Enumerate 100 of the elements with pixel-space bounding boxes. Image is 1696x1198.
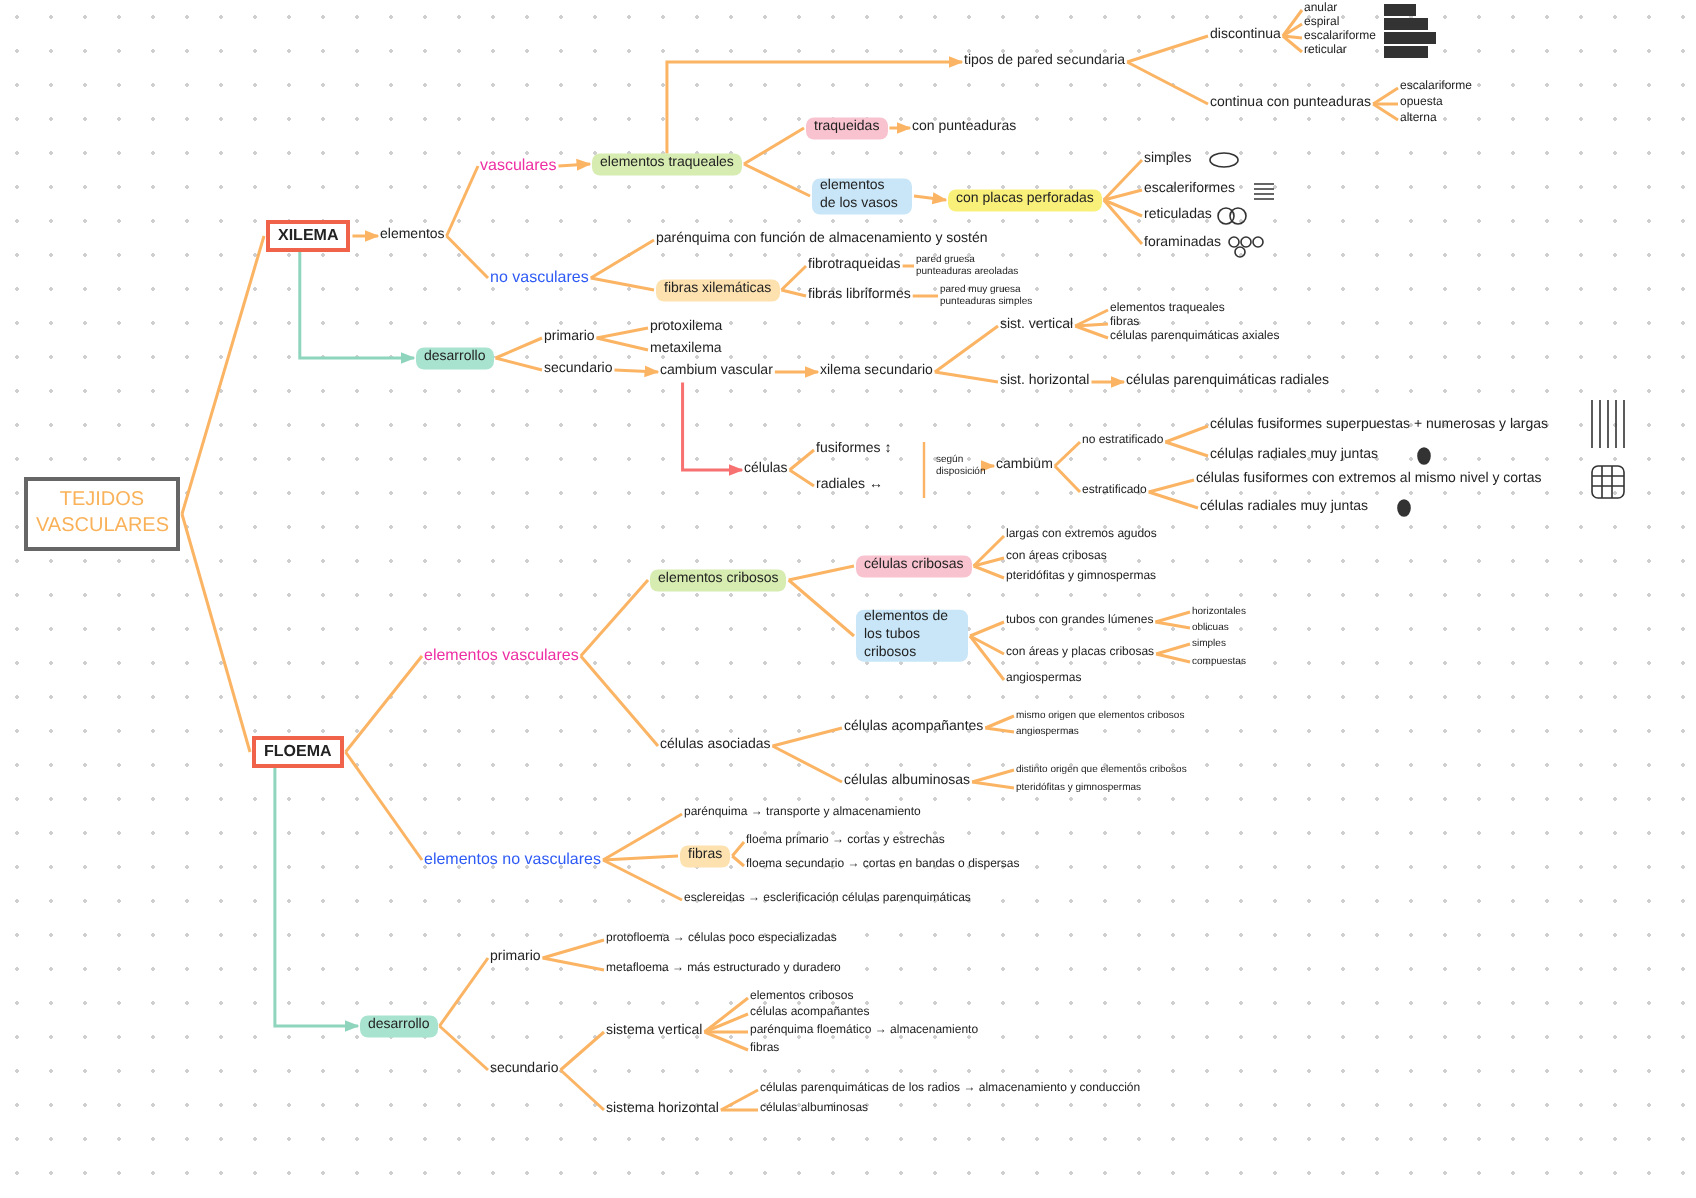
connector-line (445, 234, 490, 280)
connector-line (703, 1030, 749, 1052)
connector-line (542, 956, 605, 972)
connector-line (438, 1024, 489, 1072)
section-box: FLOEMA (252, 736, 344, 768)
connector-line (1126, 34, 1209, 64)
title-box: TEJIDOS VASCULARES (24, 477, 180, 551)
connector-line (788, 448, 815, 472)
connector-line (1053, 464, 1082, 494)
connector-line (1155, 610, 1191, 624)
connector-line (787, 578, 855, 638)
connector-line (1282, 22, 1303, 38)
connector-line (731, 841, 746, 857)
connector-line (559, 1068, 605, 1112)
connector-line (344, 655, 424, 753)
connector-line (559, 1030, 605, 1072)
arrow (273, 768, 360, 1032)
connector-line (602, 858, 683, 902)
connector-line (973, 556, 1005, 568)
connector-line (596, 326, 649, 340)
connector-line (589, 238, 655, 280)
connector-line (743, 162, 811, 198)
connector-line (1126, 60, 1209, 106)
connector-line (1148, 478, 1195, 494)
connector-line (788, 564, 855, 582)
connector-line (973, 564, 1005, 580)
connector-line (1372, 86, 1399, 106)
connector-line (771, 744, 843, 784)
connector-line (972, 534, 1006, 568)
arrow (889, 122, 912, 134)
connector-line (1103, 188, 1143, 202)
arrow (665, 56, 964, 154)
connector-line (1075, 322, 1109, 328)
connector-line (969, 634, 1005, 656)
connector-line (180, 513, 252, 753)
connector-line (720, 1088, 759, 1112)
connector-line (780, 264, 808, 292)
connector-line (1155, 642, 1191, 656)
connector-line (1164, 424, 1209, 444)
connector-line (1281, 9, 1304, 37)
arrow (352, 230, 380, 242)
connector-line (971, 768, 1015, 784)
connector-line (703, 996, 749, 1034)
connector-line (772, 726, 843, 748)
connector-line (344, 751, 424, 861)
connector-line (579, 655, 660, 747)
connector-line (720, 1108, 758, 1112)
arrow (774, 366, 820, 378)
connector-line (1155, 620, 1191, 630)
connector-line (1373, 102, 1398, 106)
branch-label: vasculares (480, 154, 557, 178)
connector-line (1148, 490, 1199, 510)
connector-line (1155, 652, 1191, 664)
connector-line (590, 276, 655, 292)
arrow (1091, 376, 1126, 388)
connector-line (934, 370, 999, 384)
connector-line (602, 812, 683, 862)
branch-label: no vasculares (490, 266, 589, 290)
connector-line (971, 780, 1015, 790)
connector-line (912, 294, 938, 298)
connector-line (1074, 324, 1109, 340)
arrow (298, 252, 416, 364)
branch-label: elementos vasculares (424, 644, 579, 668)
connector-line (703, 1012, 749, 1034)
connector-line (933, 324, 999, 374)
arrow (614, 365, 660, 378)
arrow (980, 460, 996, 472)
connector-line (1282, 34, 1303, 40)
connector-line (985, 726, 1015, 734)
connector-line (445, 165, 480, 237)
connector-line (180, 235, 266, 515)
connector-line (1164, 440, 1209, 458)
connector-line (579, 579, 650, 657)
connector-line (1281, 34, 1303, 54)
connector-line (1053, 440, 1082, 468)
connector-line (743, 126, 805, 166)
connector-line (968, 635, 1006, 681)
connector-line (596, 336, 649, 352)
connector-line (984, 714, 1015, 730)
connector-line (969, 620, 1005, 638)
section-box: XILEMA (266, 220, 351, 252)
connector-line (704, 1030, 748, 1034)
connector-line (1102, 158, 1144, 202)
branch-label: elementos no vasculares (424, 848, 601, 872)
connector-line (902, 264, 914, 268)
connector-line (602, 854, 679, 862)
connector-line (781, 288, 807, 298)
connector-line (1372, 102, 1399, 122)
arrow (558, 158, 592, 171)
connector-line (542, 938, 605, 960)
connector-line (731, 854, 745, 868)
connector-line (1103, 198, 1143, 218)
arrow (681, 382, 744, 476)
arrow (913, 192, 948, 205)
connector-line (788, 468, 815, 488)
connector-line (1102, 199, 1144, 245)
connector-line (495, 356, 543, 372)
connector-line (438, 957, 490, 1027)
connector-line (1074, 308, 1109, 328)
connector-line (494, 336, 543, 360)
